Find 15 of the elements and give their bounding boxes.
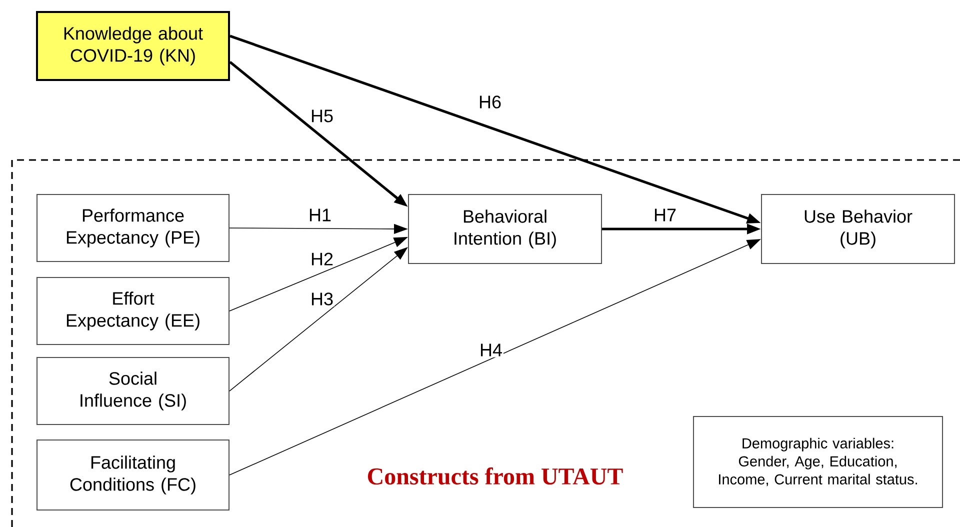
edge-label: H1 [310,208,331,222]
edge-label: H7 [654,208,676,222]
construct-box: Social Influence (SI) [36,357,230,425]
note-box: Demographic variables: Gender, Age, Education, Income, Current marital status. [693,416,944,508]
construct-box: Use Behavior (UB) [761,194,956,264]
construct-box: Behavioral Intention (BI) [408,194,602,264]
edge-label: H2 [312,252,333,266]
construct-box: Performance Expectancy (PE) [36,194,230,262]
edge-label: H4 [480,344,502,356]
construct-box: Facilitating Conditions (FC) [36,440,230,510]
highlighted-box: Knowledge about COVID-19 (KN) [36,11,230,81]
edge-label: H3 [312,292,333,306]
edge-label: H5 [312,110,333,122]
edge-label: H6 [480,96,501,108]
construct-box: Effort Expectancy (EE) [36,277,230,345]
